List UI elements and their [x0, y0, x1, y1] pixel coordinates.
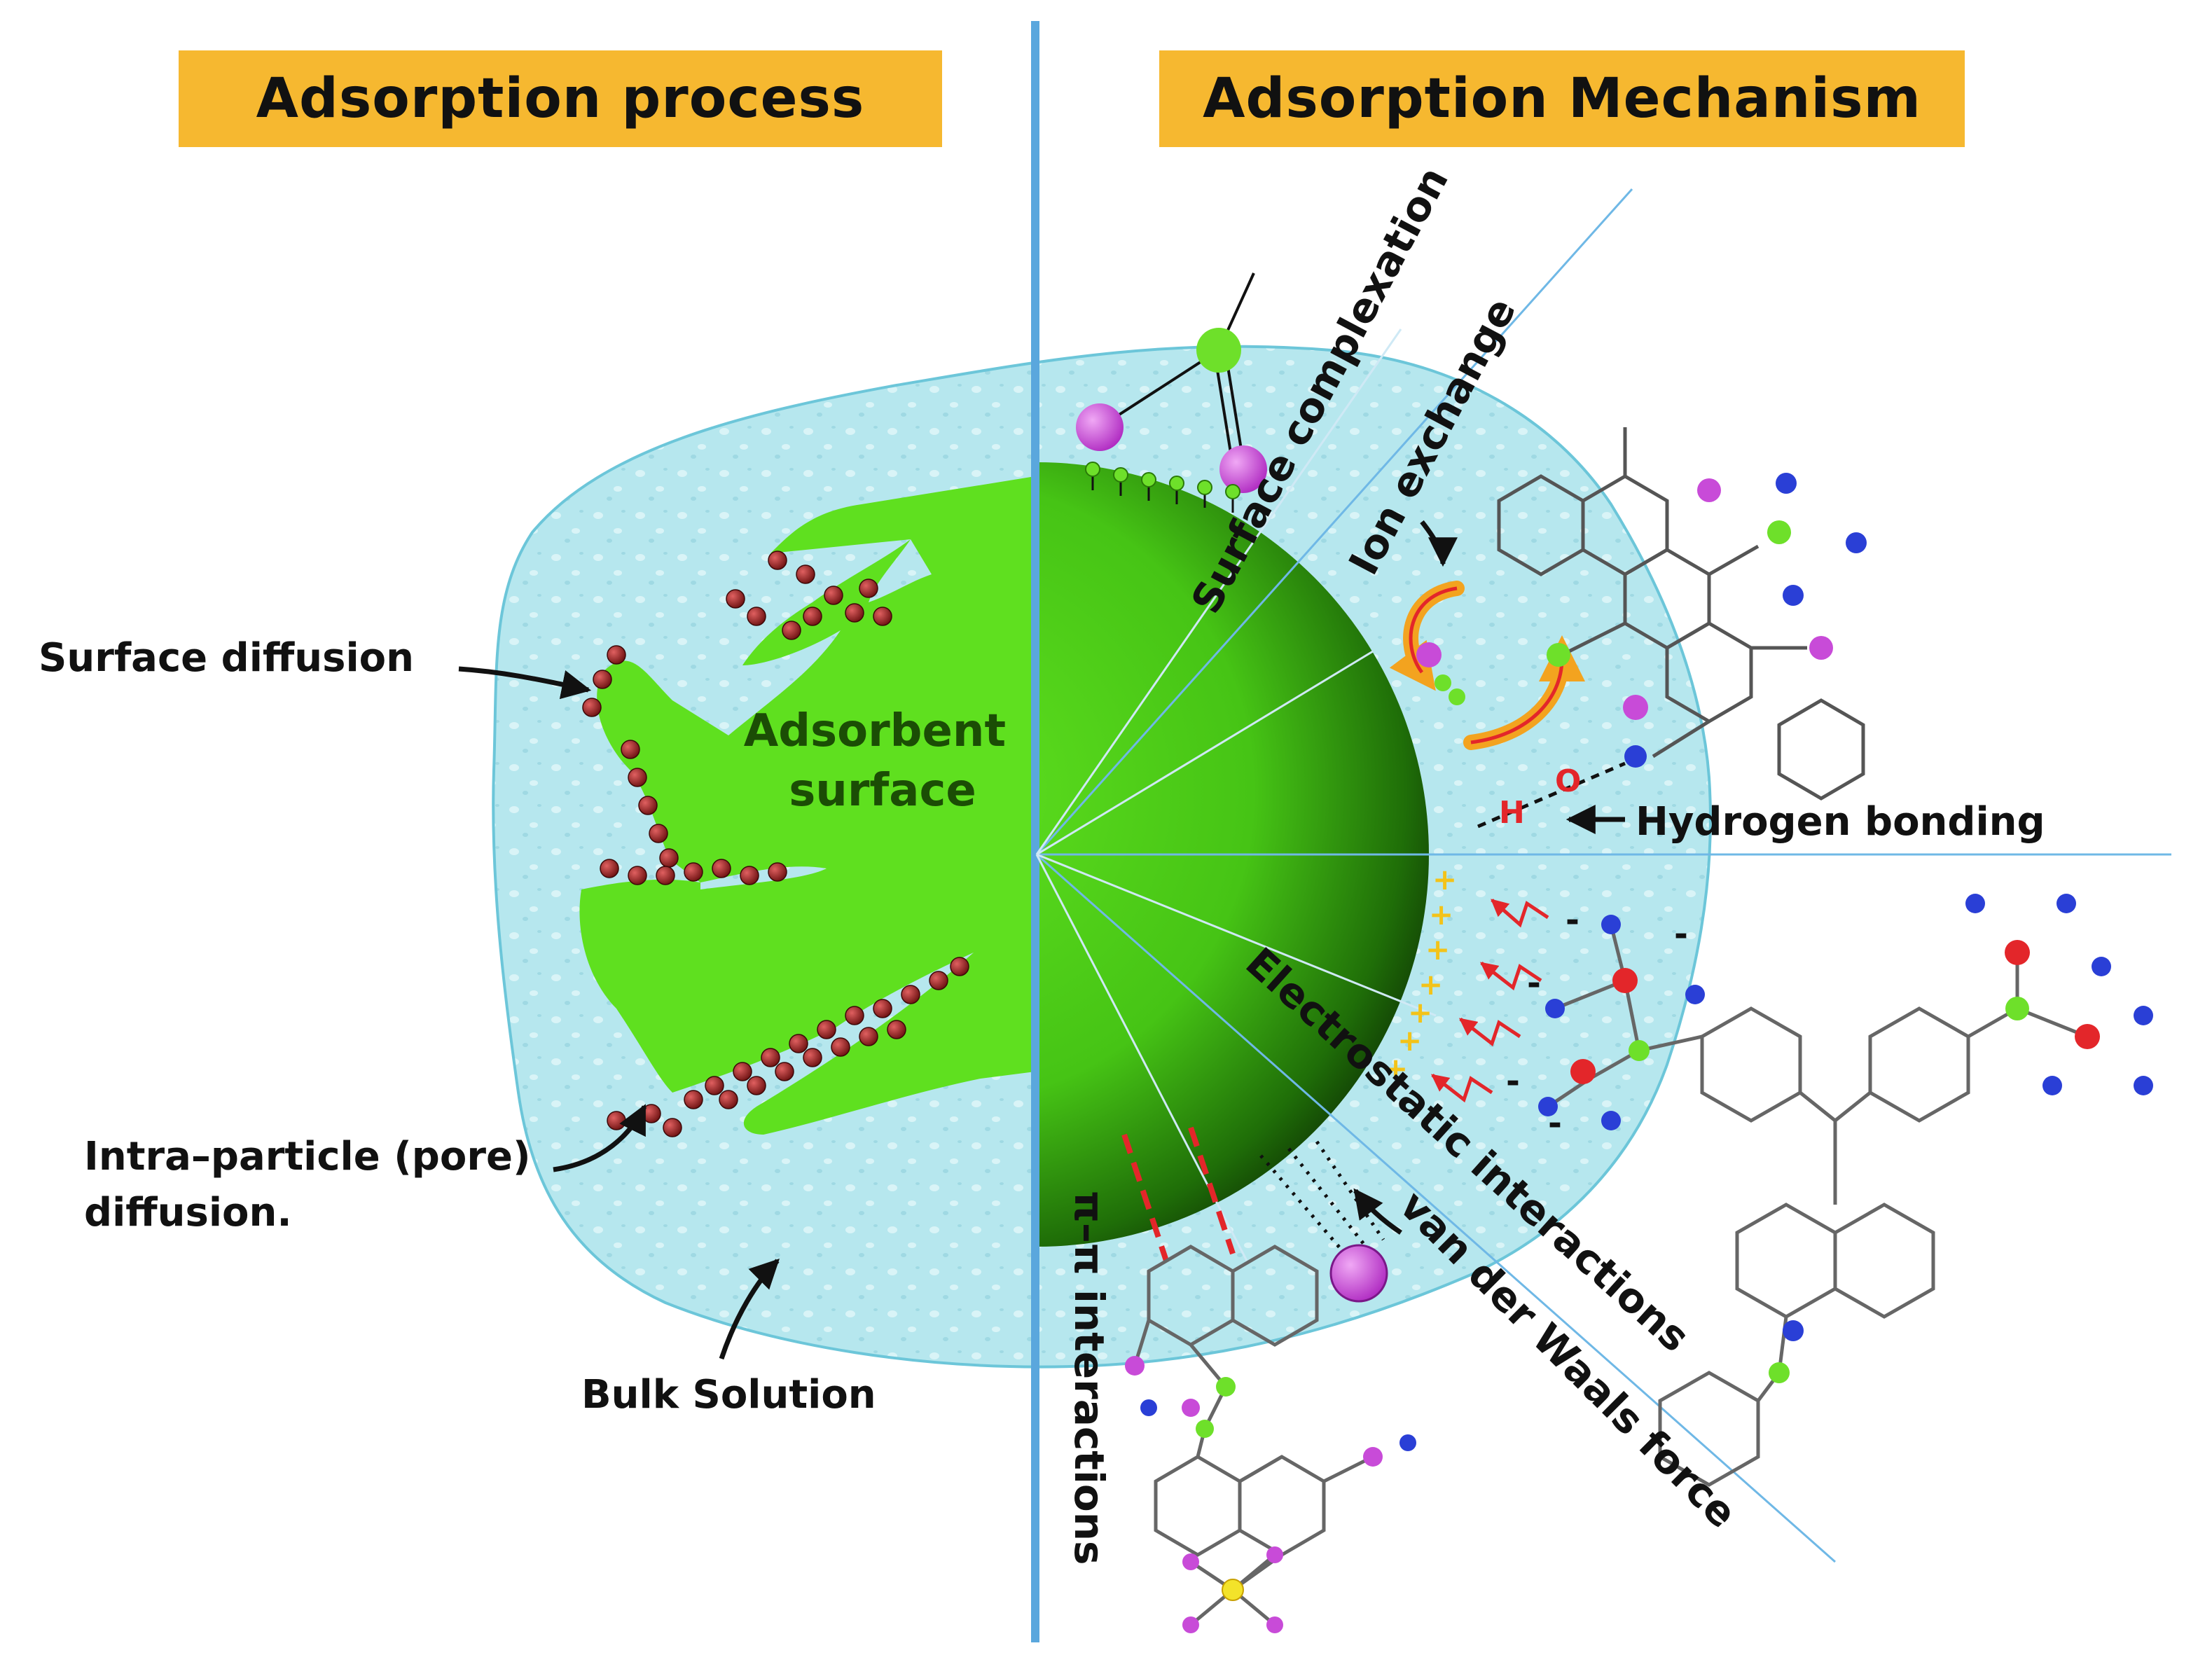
adsorbate-particles: [582, 550, 969, 1137]
label-intra-line2: diffusion.: [84, 1190, 292, 1235]
label-surface-diffusion: Surface diffusion: [39, 635, 414, 681]
plus-sign: +: [1397, 1023, 1422, 1058]
plus-sign: +: [1383, 1051, 1408, 1086]
label-adsorbent: Adsorbent surface: [744, 705, 1022, 817]
plus-sign: +: [1429, 897, 1453, 932]
header-adsorption-process: Adsorption process: [179, 50, 942, 147]
minus-sign: -: [1548, 1104, 1562, 1143]
plus-sign: +: [1425, 932, 1450, 967]
plus-sign: +: [1432, 862, 1457, 896]
label-intra-line1: Intra–particle (pore): [84, 1134, 531, 1179]
pi-pi-dashes: [1121, 1126, 1236, 1262]
arrow-van-der-waals: [1353, 1188, 1402, 1235]
label-bulk-solution: Bulk Solution: [581, 1372, 876, 1418]
electrostatic-arrows-icon: [1431, 899, 1549, 1103]
hydrogen-bond: H O: [1477, 761, 1626, 831]
label-adsorbent-line2: surface: [789, 765, 976, 817]
label-hydrogen-bonding: Hydrogen bonding: [1636, 799, 2045, 845]
dye-molecule-top: [1497, 427, 1865, 801]
hbond-o: O: [1555, 763, 1581, 799]
van-der-waals-atom: [1329, 1244, 1388, 1303]
minus-sign: -: [1527, 964, 1541, 1003]
dye-molecule-top-atoms: [1416, 473, 1867, 768]
hbond-h: H: [1499, 795, 1525, 831]
van-der-waals-lines: [1259, 1140, 1385, 1255]
arrow-surface-diffusion: [458, 666, 592, 700]
plus-sign: +: [1418, 967, 1443, 1002]
minus-sign: -: [1506, 1062, 1520, 1101]
positive-charges: + + + + + + +: [1383, 862, 1457, 1086]
arrow-intra-particle: [553, 1104, 647, 1172]
arrow-ion-exchange: [1420, 520, 1458, 567]
minus-sign: -: [1674, 915, 1688, 954]
label-adsorbent-line1: Adsorbent: [744, 705, 1006, 757]
dye-molecule-bottom-atoms: [1125, 1356, 1416, 1633]
mechanism-sector-lines: [1035, 188, 2171, 1563]
negative-charges: - - - - -: [1506, 901, 1688, 1143]
arrow-bulk-solution: [719, 1259, 780, 1360]
plus-sign: +: [1408, 995, 1432, 1030]
complexation-molecule: [1076, 272, 1267, 513]
header-adsorption-mechanism: Adsorption Mechanism: [1159, 50, 1965, 147]
label-intra-particle: Intra–particle (pore) diffusion.: [84, 1134, 544, 1235]
adsorbent-porous-body: [579, 476, 1035, 1135]
label-pi-pi-interactions: π–π interactions: [1065, 1191, 1113, 1565]
dye-molecule-right-atoms: [1538, 894, 2153, 1383]
minus-sign: -: [1565, 901, 1579, 940]
